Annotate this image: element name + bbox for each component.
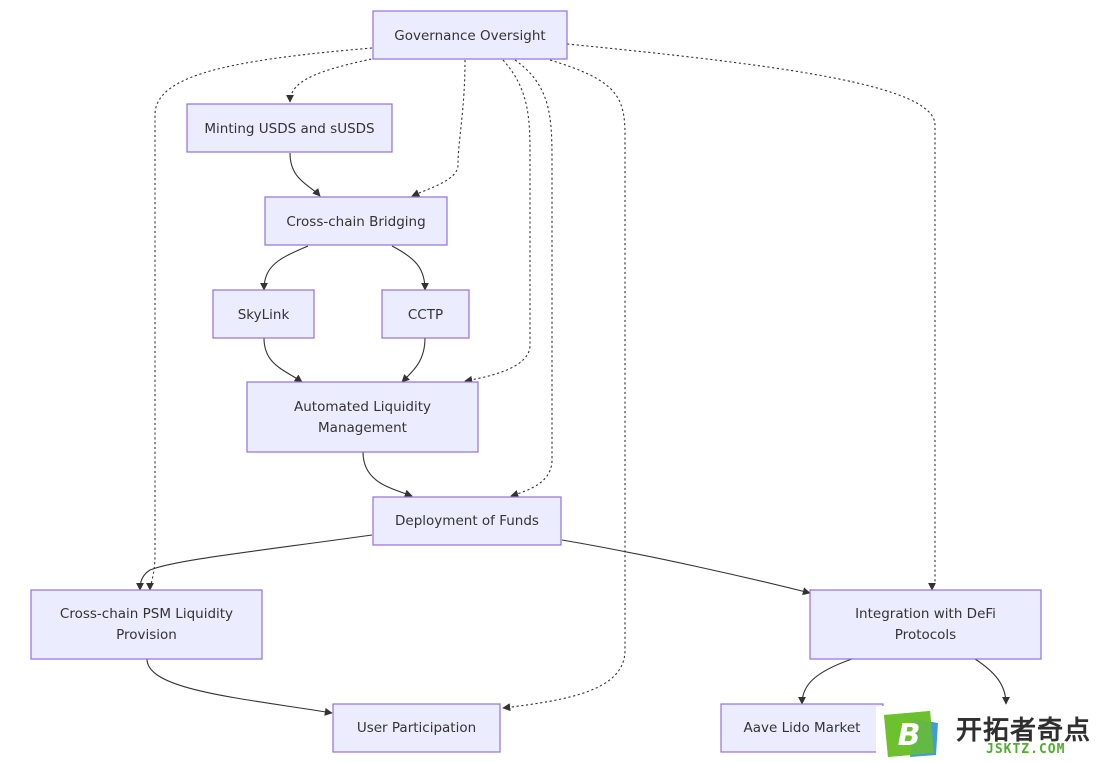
node-minting: Minting USDS and sUSDS <box>186 103 393 153</box>
node-label-line2: Management <box>318 420 407 436</box>
node-label-line2: Provision <box>116 627 177 643</box>
node-deployment-of-funds: Deployment of Funds <box>372 496 562 546</box>
node-label: Minting USDS and sUSDS <box>204 121 374 137</box>
node-label-line1: Integration with DeFi <box>855 606 996 622</box>
node-cross-chain-bridging: Cross-chain Bridging <box>264 196 448 246</box>
edge-deployment-defi <box>561 539 811 596</box>
watermark-badge-icon: B <box>884 711 938 757</box>
node-label: Governance Oversight <box>394 28 545 44</box>
node-label-line1: Cross-chain PSM Liquidity <box>60 606 233 622</box>
node-aave-lido-market: Aave Lido Market <box>720 703 884 753</box>
svg-text:B: B <box>898 718 921 753</box>
node-label: User Participation <box>357 720 476 736</box>
node-label: Aave Lido Market <box>744 720 861 736</box>
edge-bridging-cctp <box>391 245 429 291</box>
edge-deployment-psm <box>136 534 373 591</box>
edge-governance-deployment <box>510 59 553 498</box>
edge-governance-psm <box>146 47 373 591</box>
node-cctp: CCTP <box>381 289 470 339</box>
node-label: Cross-chain Bridging <box>286 214 425 230</box>
edge-minting-bridging <box>289 152 321 197</box>
node-label: CCTP <box>408 307 443 323</box>
node-skylink: SkyLink <box>212 289 315 339</box>
edge-cctp-alm <box>401 337 426 383</box>
node-label-line1: Automated Liquidity <box>294 399 431 415</box>
node-automated-liquidity-management: Automated Liquidity Management <box>246 381 479 453</box>
watermark-domain: JSKTZ.COM <box>986 742 1066 757</box>
node-label-line2: Protocols <box>895 627 956 643</box>
node-governance-oversight: Governance Oversight <box>372 10 568 60</box>
edge-defi-aave <box>798 658 853 705</box>
edge-alm-deployment <box>362 451 413 498</box>
edge-skylink-alm <box>263 337 303 383</box>
edge-psm-user <box>146 658 333 716</box>
edge-governance-minting <box>286 57 377 103</box>
edge-defi-offscreen <box>974 658 1010 705</box>
edge-governance-bridging <box>411 59 466 197</box>
node-label: SkyLink <box>238 307 290 323</box>
edge-governance-defi <box>566 43 937 591</box>
node-psm-liquidity: Cross-chain PSM Liquidity Provision <box>30 589 263 660</box>
watermark-logo: B 开拓者奇点 JSKTZ.COM <box>876 706 1116 763</box>
watermark-name: 开拓者奇点 <box>956 716 1092 746</box>
node-user-participation: User Participation <box>332 703 501 753</box>
edge-governance-user <box>502 59 626 712</box>
edge-bridging-skylink <box>260 245 309 291</box>
node-defi-integration: Integration with DeFi Protocols <box>809 589 1042 660</box>
node-label: Deployment of Funds <box>395 513 539 529</box>
edge-governance-alm <box>464 59 531 384</box>
